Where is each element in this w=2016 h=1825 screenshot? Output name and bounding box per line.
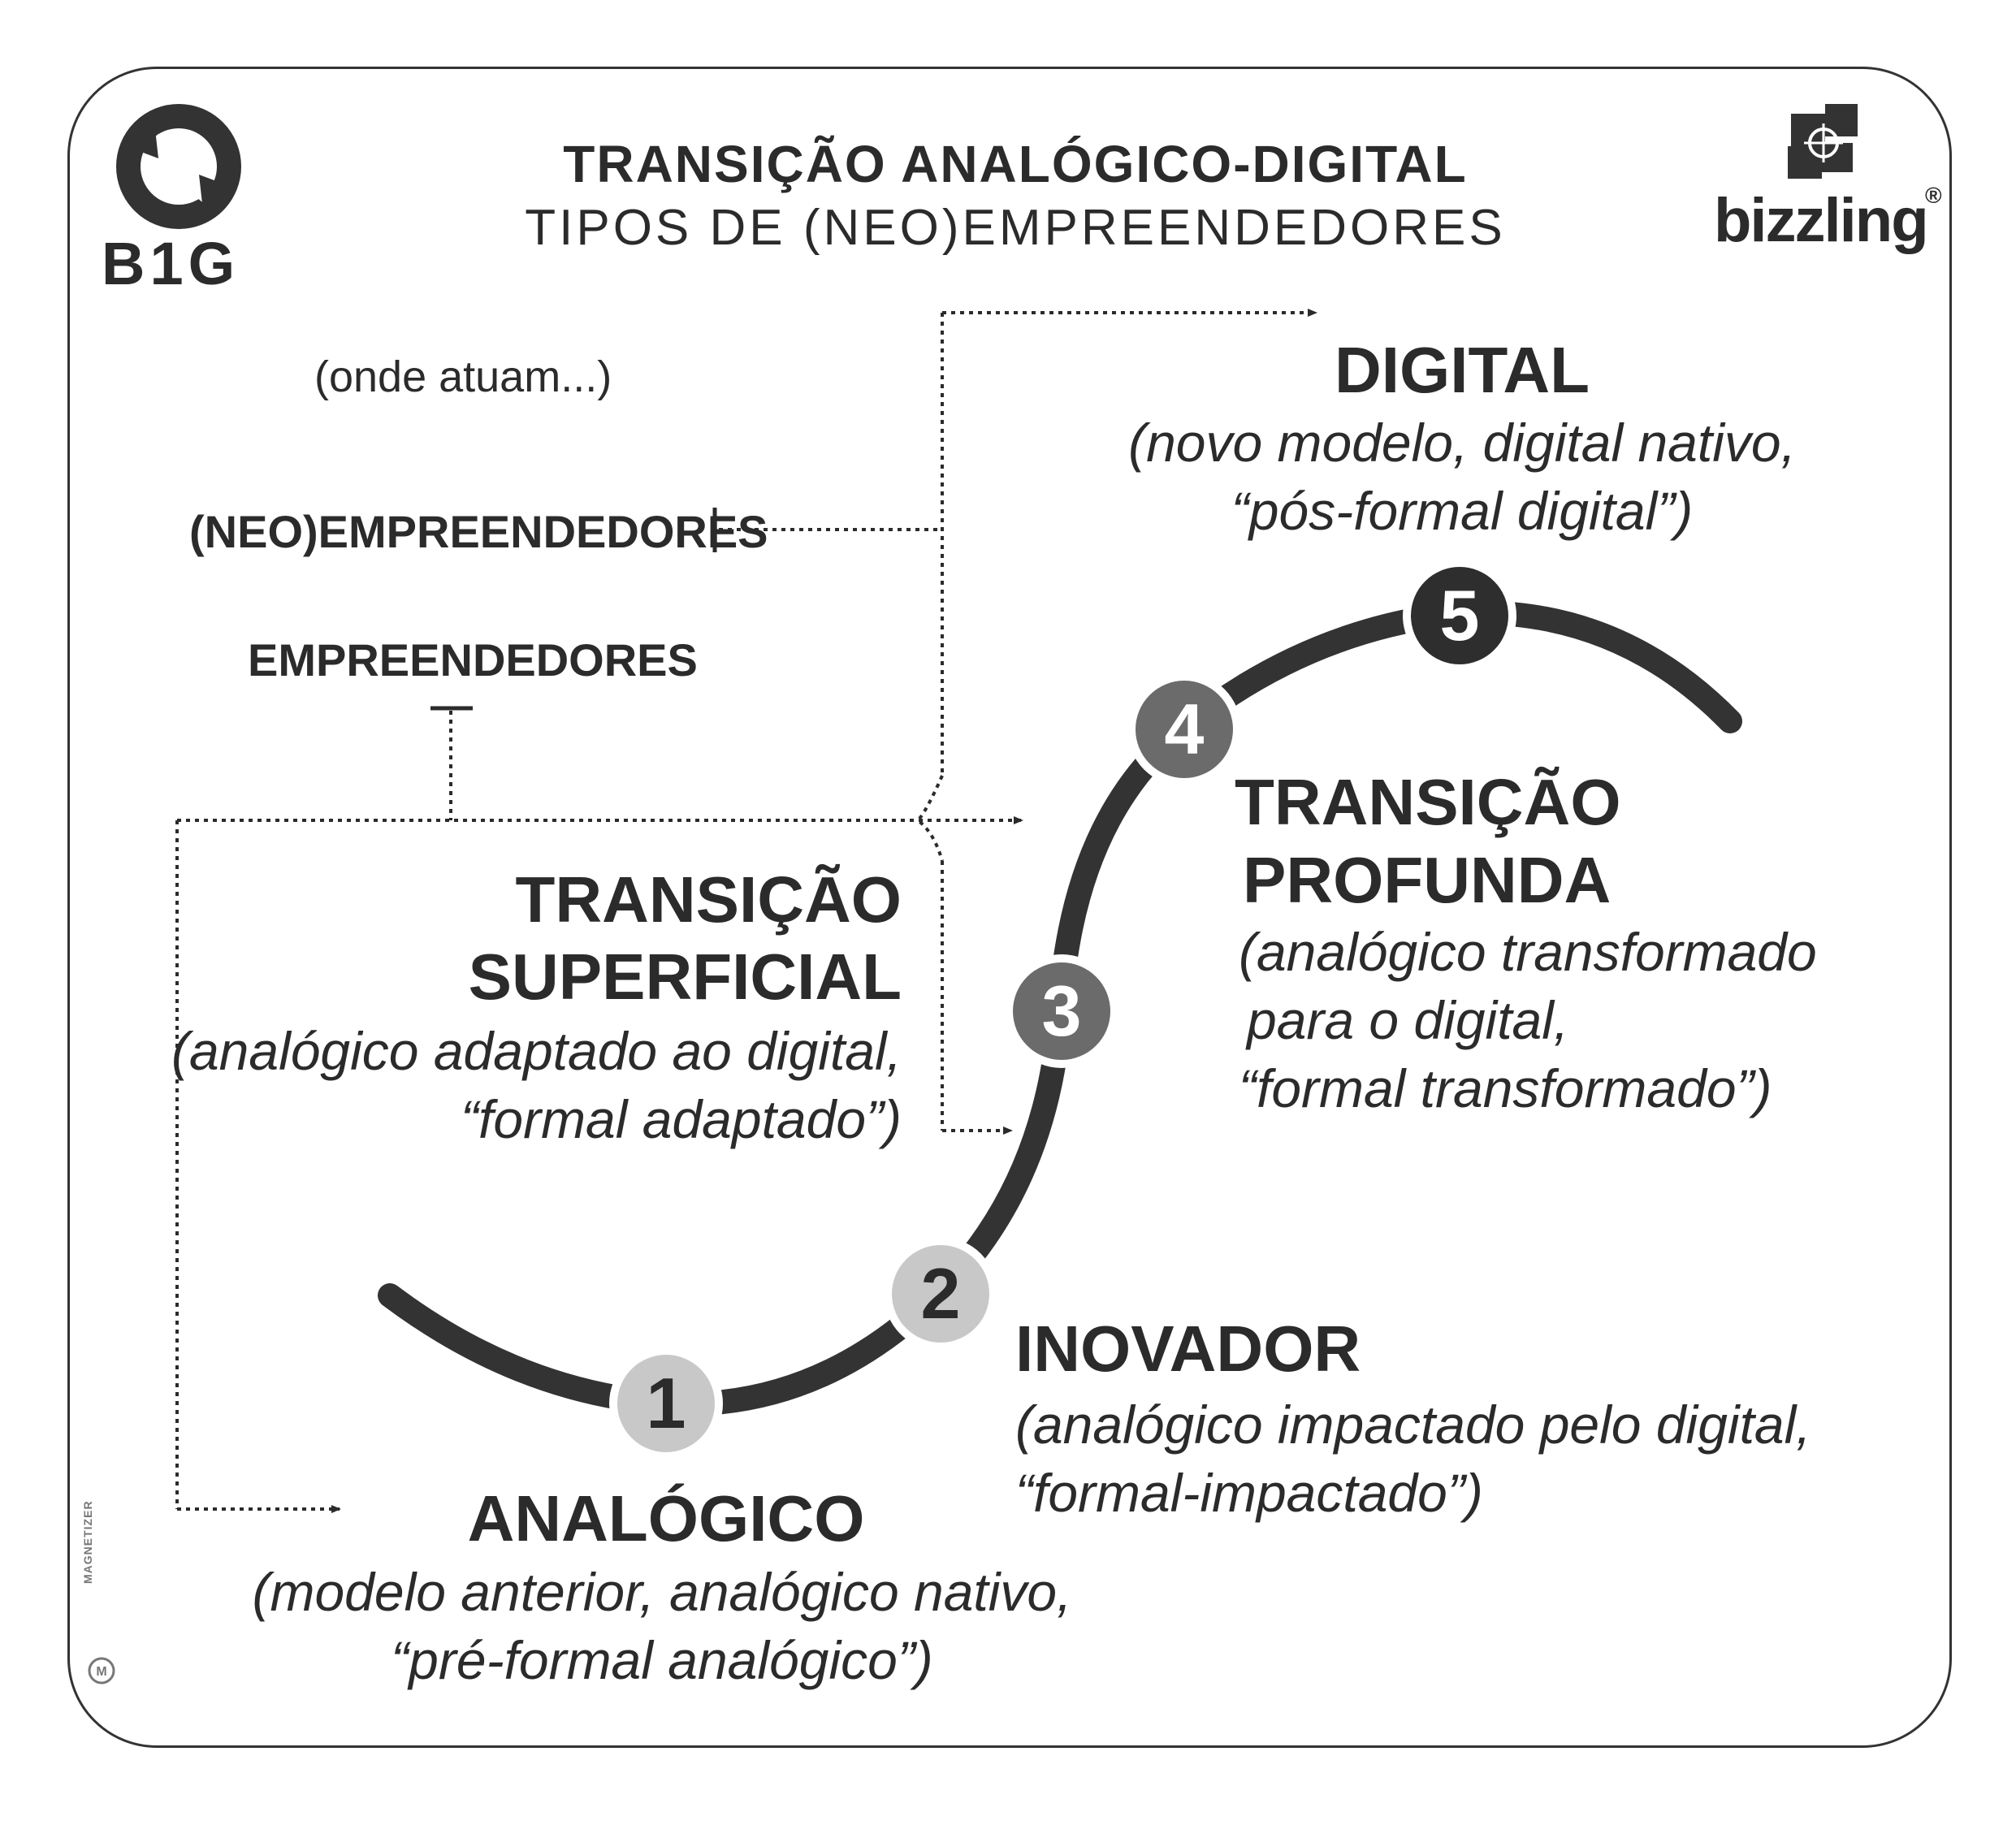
stage-1-desc-line2: “pré-formal analógico”) (391, 1630, 933, 1690)
diagram-frame (67, 67, 1952, 1748)
stage-2-desc-line2: “formal-impactado”) (1015, 1463, 1483, 1523)
page-title: TRANSIÇÃO ANALÓGICO-DIGITAL (563, 135, 1468, 193)
stage-4-desc-line2: para o digital, (1247, 990, 1569, 1050)
stage-2-marker: 2 (884, 1237, 997, 1351)
stage-3-circle (1013, 962, 1110, 1060)
page-subtitle: TIPOS DE (NEO)EMPREENDEDORES (525, 200, 1506, 256)
registered-mark: ® (1925, 183, 1942, 208)
stage-4-title-line2: PROFUNDA (1243, 844, 1612, 916)
stage-4-circle (1136, 681, 1233, 778)
stage-1-title: ANALÓGICO (467, 1482, 865, 1555)
stage-4-desc-line3: “formal transformado”) (1239, 1058, 1772, 1118)
stage-5-number: 5 (1440, 575, 1480, 655)
stage-5-desc-line1: (novo modelo, digital nativo, (1128, 413, 1796, 473)
stage-5-marker: 5 (1403, 559, 1516, 672)
stage-4-title-line1: TRANSIÇÃO (1235, 766, 1621, 838)
stage-4-desc-line1: (analógico transformado (1239, 922, 1817, 982)
stage-1-number: 1 (647, 1363, 686, 1443)
stage-1-marker: 1 (609, 1347, 723, 1460)
stage-3-title-line1: TRANSIÇÃO (515, 863, 902, 936)
stage-3-number: 3 (1042, 971, 1082, 1051)
stage-5-circle (1411, 567, 1508, 664)
stage-4-marker: 4 (1127, 672, 1241, 786)
stage-1-circle (617, 1355, 715, 1452)
stage-3-marker: 3 (1005, 954, 1118, 1068)
magnetizer-icon: M (88, 1657, 115, 1684)
entrepreneurs-label: EMPREENDEDORES (248, 634, 698, 685)
stage-3-desc-line2: “formal adaptado”) (461, 1089, 902, 1149)
big-logo-text: B1G (102, 230, 240, 297)
stage-1-desc-line1: (modelo anterior, analógico nativo, (252, 1562, 1072, 1622)
stage-5-desc-line2: “pós-formal digital”) (1231, 481, 1694, 541)
stage-2-circle (892, 1245, 989, 1343)
bizzling-logo-text: bizzling (1714, 186, 1929, 255)
stage-2-desc-line1: (analógico impactado pelo digital, (1015, 1395, 1811, 1455)
big-logo-icon (116, 104, 241, 229)
stage-3-desc-line1: (analógico adaptado ao digital, (171, 1021, 902, 1081)
neo-entrepreneurs-label: (NEO)EMPREENDEDORES (189, 506, 768, 557)
stage-2-title: INOVADOR (1015, 1313, 1361, 1385)
stage-4-number: 4 (1165, 689, 1205, 769)
stage-3-title-line2: SUPERFICIAL (468, 941, 902, 1013)
legend-note: (onde atuam...) (314, 352, 612, 401)
bizzling-logo-icon (1788, 104, 1858, 179)
stage-5-title: DIGITAL (1334, 334, 1590, 406)
svg-text:M: M (96, 1665, 106, 1679)
stage-2-number: 2 (921, 1253, 961, 1334)
